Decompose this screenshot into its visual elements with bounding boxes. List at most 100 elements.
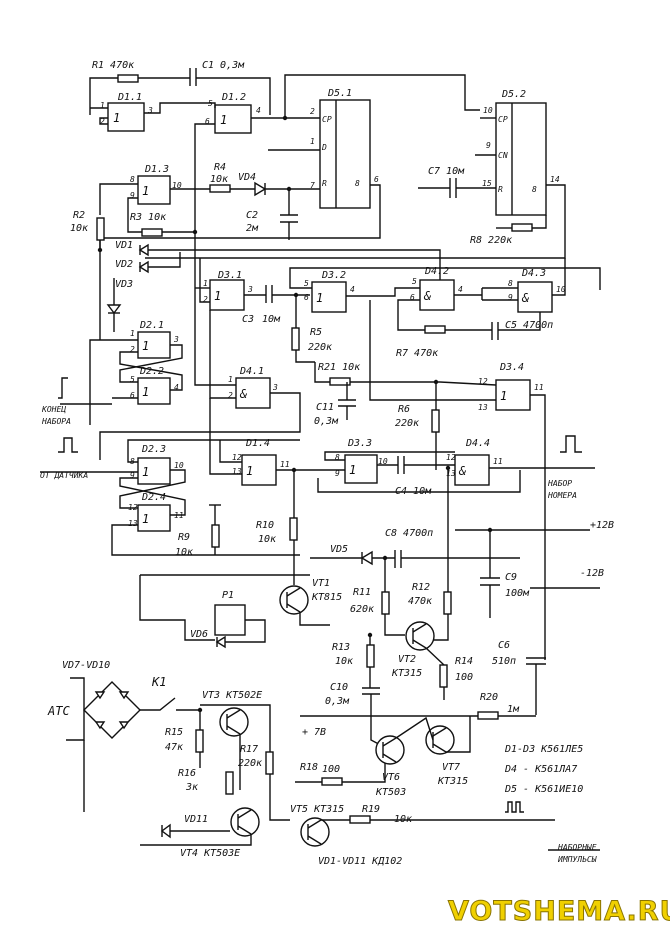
value-r11: 620к	[350, 604, 375, 615]
label-vt5: VT5 КТ315	[290, 804, 344, 815]
label-vt1: VT1	[312, 578, 330, 589]
watermark: VOTSHEMA.RU	[448, 896, 670, 927]
svg-text:7: 7	[310, 181, 315, 190]
label-vt6: VT6	[382, 772, 400, 783]
value-r12: 470к	[408, 596, 433, 607]
gate-d3-2: 1	[311, 281, 347, 313]
label-d1-1: D1.1	[117, 92, 142, 103]
svg-text:8: 8	[532, 185, 537, 194]
label-r11: R11	[353, 587, 371, 598]
svg-text:2: 2	[130, 345, 135, 354]
transistor-vt6	[375, 735, 405, 765]
label-r6: R6	[398, 404, 410, 415]
svg-text:D: D	[321, 143, 327, 152]
svg-text:4: 4	[174, 383, 179, 392]
label-c1: C1 0,3м	[202, 60, 245, 71]
svg-text:1: 1	[310, 137, 315, 146]
note-d4: D4 - K561ЛА7	[504, 764, 577, 775]
svg-text:6: 6	[374, 175, 379, 184]
label-d2-4: D2.4	[141, 492, 166, 503]
capacitor-c4	[397, 456, 405, 474]
gate-d4-1: &	[235, 377, 271, 409]
svg-text:9: 9	[508, 293, 513, 302]
label-r17: R17	[240, 744, 258, 755]
type-vt6: КТ503	[375, 787, 406, 798]
label-r13: R13	[332, 642, 350, 653]
transistor-vt4	[230, 807, 260, 837]
diode-vd3	[106, 304, 122, 315]
svg-text:6: 6	[304, 293, 309, 302]
svg-text:1: 1	[100, 101, 105, 110]
label-vt7: VT7	[442, 762, 460, 773]
label-d4-1: D4.1	[239, 366, 264, 377]
svg-text:10: 10	[556, 285, 566, 294]
value-r15: 47к	[165, 742, 184, 753]
diode-vd1	[138, 243, 149, 257]
label-d5-2: D5.2	[501, 89, 526, 100]
svg-text:1: 1	[142, 512, 149, 526]
capacitor-c8	[394, 550, 402, 568]
svg-text:9: 9	[130, 191, 135, 200]
gate-d2-2: 1	[137, 377, 171, 405]
label-d4-4: D4.4	[465, 438, 490, 449]
label-plus7: + 7В	[302, 727, 326, 738]
resistor-r3	[141, 228, 163, 237]
gate-d3-1: 1	[209, 279, 245, 311]
diode-bridge	[83, 681, 141, 739]
label-diodes: VD1-VD11 КД102	[318, 856, 402, 867]
resistor-r20	[477, 711, 499, 720]
svg-text:8: 8	[335, 453, 340, 462]
gate-d4-3: &	[517, 281, 553, 313]
value-c9: 100м	[505, 588, 530, 599]
label-atc: АТС	[47, 704, 70, 718]
label-r18: R18	[300, 762, 318, 773]
label-c11: C11	[316, 402, 334, 413]
svg-text:2: 2	[228, 391, 233, 400]
resistor-r13	[366, 644, 375, 668]
label-r10: R10	[256, 520, 274, 531]
transistor-vt2	[405, 621, 435, 651]
svg-text:11: 11	[493, 457, 503, 466]
svg-text:1: 1	[214, 289, 221, 303]
value-r13: 10к	[335, 656, 354, 667]
svg-text:12: 12	[446, 453, 456, 462]
resistor-r16	[225, 771, 234, 795]
label-vd1: VD1	[115, 240, 133, 251]
switch-k1	[140, 697, 200, 711]
svg-text:13: 13	[232, 467, 242, 476]
label-vt3: VT3 КТ502Е	[202, 690, 262, 701]
label-c9: C9	[505, 572, 517, 583]
capacitor-c7	[449, 178, 457, 198]
resistor-r5	[291, 327, 300, 351]
label-r21: R21 10к	[318, 362, 361, 373]
value-r5: 220к	[308, 342, 333, 353]
type-vt2: КТ315	[391, 668, 422, 679]
value-r16: 3к	[185, 782, 199, 793]
label-vd7-vd10: VD7-VD10	[62, 660, 110, 671]
diode-vd11	[160, 823, 171, 839]
label-d4-2: D4.2	[424, 266, 449, 277]
label-vt2: VT2	[398, 654, 416, 665]
value-r4: 10к	[210, 174, 229, 185]
label-end-1: КОНЕЦ	[41, 405, 66, 414]
svg-text:CP: CP	[498, 115, 508, 124]
svg-text:3: 3	[173, 335, 179, 344]
label-d3-4: D3.4	[499, 362, 524, 373]
resistor-r7	[424, 325, 446, 334]
capacitor-c10	[362, 687, 380, 695]
svg-text:6: 6	[205, 117, 210, 126]
resistor-r6	[431, 409, 440, 433]
svg-text:1: 1	[142, 465, 149, 479]
svg-text:13: 13	[446, 469, 456, 478]
label-d1-2: D1.2	[221, 92, 246, 103]
label-d2-3: D2.3	[141, 444, 166, 455]
gate-d3-4: 1	[495, 379, 531, 411]
gate-d2-4: 1	[137, 504, 171, 532]
gate-d1-1: 1	[107, 102, 145, 132]
value-r14: 100	[455, 672, 473, 683]
type-vt1: КТ815	[311, 592, 342, 603]
svg-text:8: 8	[355, 179, 360, 188]
resistor-r2	[96, 217, 105, 241]
svg-text:5: 5	[304, 279, 309, 288]
svg-text:5: 5	[130, 375, 135, 384]
